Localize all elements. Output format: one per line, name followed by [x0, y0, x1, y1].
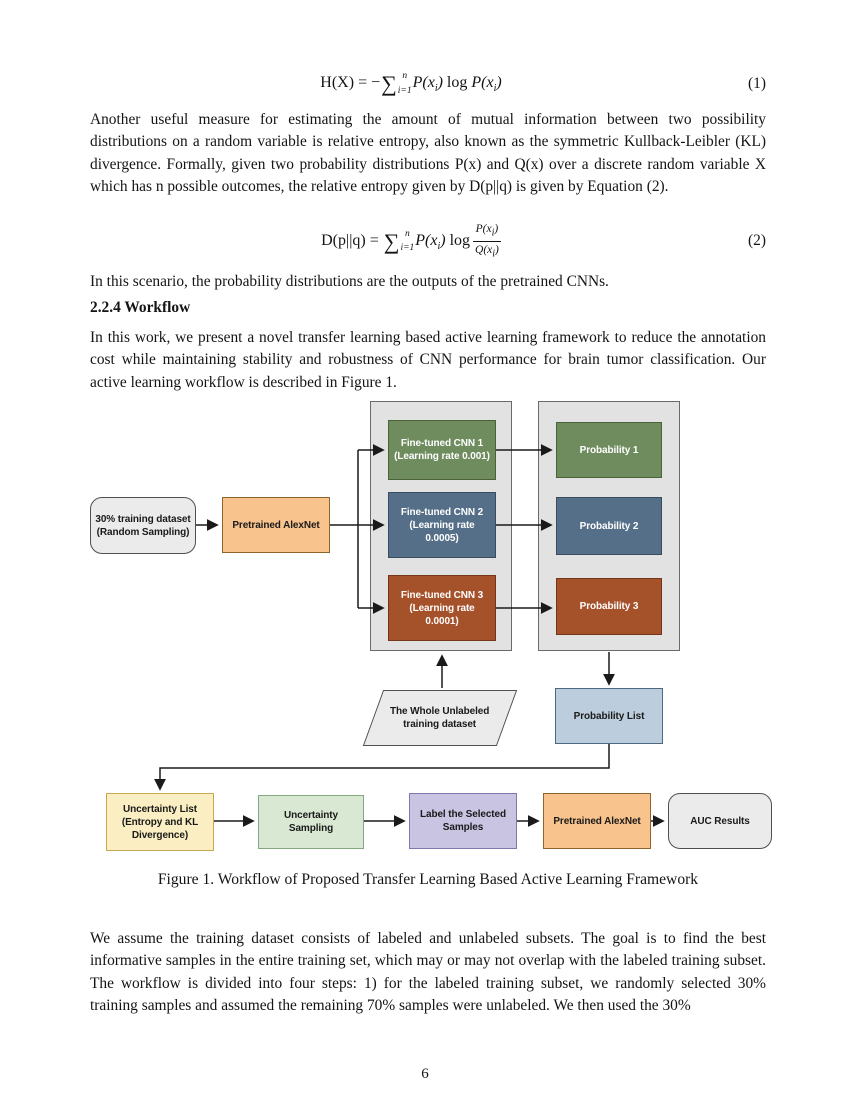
- node-unlabeled-dataset: The Whole Unlabeled training dataset: [362, 690, 518, 746]
- fraction: P(xi)Q(xi): [473, 223, 501, 260]
- paragraph-workflow-intro: In this work, we present a novel transfe…: [90, 329, 766, 391]
- node-probability-1: Probability 1: [556, 422, 662, 478]
- section-heading: 2.2.4 Workflow: [90, 299, 191, 316]
- node-pretrained-alexnet-bottom: Pretrained AlexNet: [543, 793, 651, 849]
- node-uncertainty-list: Uncertainty List (Entropy and KL Diverge…: [106, 793, 214, 851]
- node-probability-3: Probability 3: [556, 578, 662, 635]
- node-training-dataset: 30% training dataset (Random Sampling): [90, 497, 196, 554]
- node-finetuned-cnn1: Fine-tuned CNN 1 (Learning rate 0.001): [388, 420, 496, 480]
- node-finetuned-cnn3: Fine-tuned CNN 3 (Learning rate 0.0001): [388, 575, 496, 641]
- equation-2-number: (2): [748, 232, 766, 250]
- paragraph-workflow-steps: We assume the training dataset consists …: [90, 930, 766, 1015]
- node-probability-2: Probability 2: [556, 497, 662, 555]
- figure-caption: Figure 1. Workflow of Proposed Transfer …: [157, 871, 699, 888]
- node-label-selected-samples: Label the Selected Samples: [409, 793, 517, 849]
- arrow-problist-to-uncertaintylist: [154, 744, 610, 791]
- node-probability-list: Probability List: [555, 688, 663, 744]
- paragraph-relative-entropy: Another useful measure for estimating th…: [90, 111, 766, 196]
- node-pretrained-alexnet-top: Pretrained AlexNet: [222, 497, 330, 553]
- paragraph-scenario: In this scenario, the probability distri…: [90, 273, 609, 290]
- figure-1-workflow-diagram: 30% training dataset (Random Sampling) P…: [90, 398, 772, 860]
- node-uncertainty-sampling: Uncertainty Sampling: [258, 795, 364, 849]
- flow-arrows: [154, 444, 665, 827]
- node-finetuned-cnn2: Fine-tuned CNN 2 (Learning rate 0.0005): [388, 492, 496, 558]
- equation-1-number: (1): [748, 75, 766, 92]
- node-auc-results: AUC Results: [668, 793, 772, 849]
- page-number: 6: [421, 1066, 429, 1082]
